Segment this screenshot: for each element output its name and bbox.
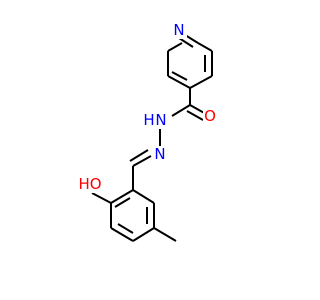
bond-pyridine-c5-c6 [167,75,191,89]
bond-imine-n-c-double [129,149,149,162]
bond-pyridine-c5-c6-inner [171,71,188,81]
bond-phenol-c1-c2-inner [114,197,131,208]
bond-carbonyl-oxygen-double [186,110,204,121]
bond-phenol-hydroxyl [91,192,112,204]
imine-nitrogen-label: N [154,145,165,163]
atom-labels: N O H N N HO [78,21,218,193]
bond-phenol-c3-c4 [110,227,134,242]
bond-phenol-c6-c1 [132,189,155,204]
bond-phenol-c3-c4-inner [117,223,134,234]
bond-phenol-c4-c5 [132,227,155,242]
phenol-ring [91,189,177,242]
bond-pyridine-n-c2-inner [178,37,194,48]
bond-pyridine-c7-n [167,42,183,52]
molecule-structure: N O H N N HO [78,21,218,242]
carbonyl-oxygen-label: O [204,107,216,125]
pyridine-ring [167,29,213,89]
hydrazone-chain [129,88,207,190]
bond-phenol-c1-c2 [110,189,134,204]
nh-nitrogen-label: N [155,111,166,129]
bond-pyridine-c2-c3 [197,42,213,52]
nh-hydrogen-label: H [143,111,154,129]
bond-pyridine-c4-c5 [189,75,213,89]
bond-phenol-methyl [153,227,177,242]
hydroxyl-label: HO [78,175,101,193]
bond-carbonyl-nh [171,104,191,117]
ring-nitrogen-label: N [173,21,184,39]
bond-imine-n-c [132,155,152,167]
